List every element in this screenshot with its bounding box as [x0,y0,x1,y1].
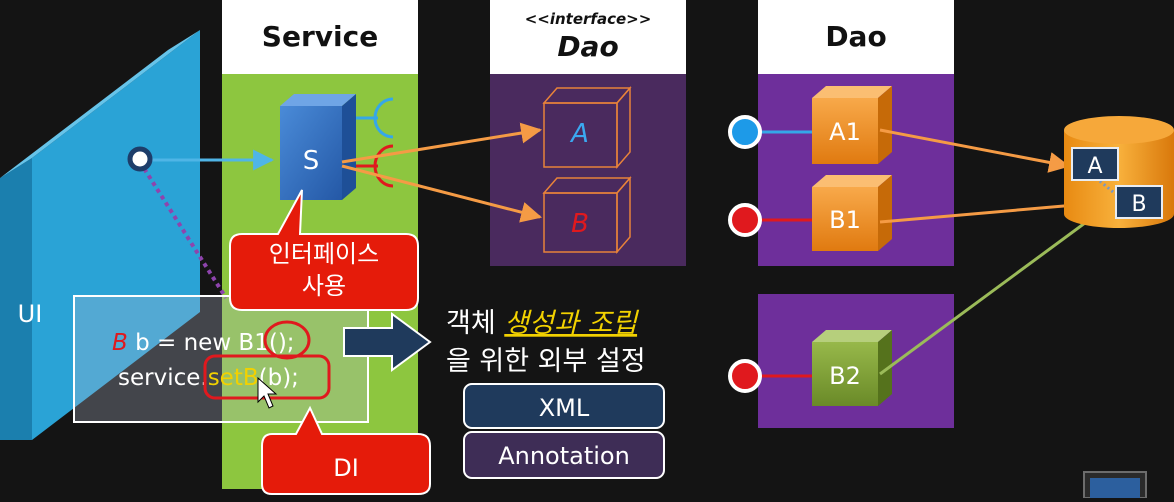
code-method: setB [208,365,259,391]
di-callout: DI [261,405,431,495]
xml-option-label: XML [539,394,590,422]
code-box [73,295,369,423]
dao-impl-column-title: Dao [825,20,886,53]
provided-interface-b1 [728,203,812,237]
dao-interface-column-title: Dao [557,30,618,63]
external-config-highlight: 생성과 조립 [504,308,639,339]
monitor-icon [1083,471,1147,499]
interface-use-callout-line2: 사용 [302,272,346,300]
code-to-config-arrow [343,312,432,372]
interface-a-box [542,85,632,170]
b2-to-db-arrow [879,204,1110,376]
service-box: S [280,94,356,200]
interface-use-callout: 인터페이스 사용 [229,189,419,311]
service-to-interface-a-arrow [341,122,543,164]
code-b1-circle [263,320,311,360]
provided-interface-a1 [728,115,812,149]
external-config-plain: 객체 [446,308,504,339]
ui-to-code-dotted-line [138,160,228,300]
ui-label: UI [18,300,43,328]
provided-interface-b2 [728,359,812,393]
code-object: service. [118,365,208,391]
db-table-b [1115,185,1163,219]
interface-stereotype: <<interface>> [525,10,652,28]
ui-port-circle [127,146,153,172]
annotation-option-label: Annotation [498,442,630,470]
db-table-a [1071,147,1119,181]
service-column-title: Service [262,20,378,53]
interface-b-box [542,175,632,255]
impl-b2-label: B2 [829,362,861,390]
interface-b-label: B [571,209,589,239]
interface-use-callout-line1: 인터페이스 [269,240,379,268]
code-type-b: B [112,330,128,356]
impl-b1-label: B1 [829,206,861,234]
xml-option-box: XML [463,383,665,429]
a1-to-db-arrow [879,128,1071,173]
db-table-a-label: A [1087,154,1102,179]
impl-a1-label: A1 [829,118,861,146]
db-table-b-label: B [1131,192,1146,217]
impl-b2-box [812,330,892,406]
code-line-2: service.setB(b); [118,365,299,391]
interface-a-label: A [569,119,589,149]
impl-a1-box [812,86,892,164]
di-callout-label: DI [333,454,359,482]
required-interface-b [356,144,394,188]
external-config-line-2: 을 위한 외부 설정 [446,346,646,377]
required-interface-a [356,97,394,139]
dao-interface-column: <<interface>> Dao [490,0,686,266]
external-config-line-1: 객체 생성과 조립 [446,308,639,339]
annotation-option-box: Annotation [463,431,665,479]
impl-b1-box [812,175,892,251]
service-to-interface-b-arrow [341,164,543,223]
mouse-cursor-icon [257,376,278,409]
service-box-label: S [303,146,320,176]
